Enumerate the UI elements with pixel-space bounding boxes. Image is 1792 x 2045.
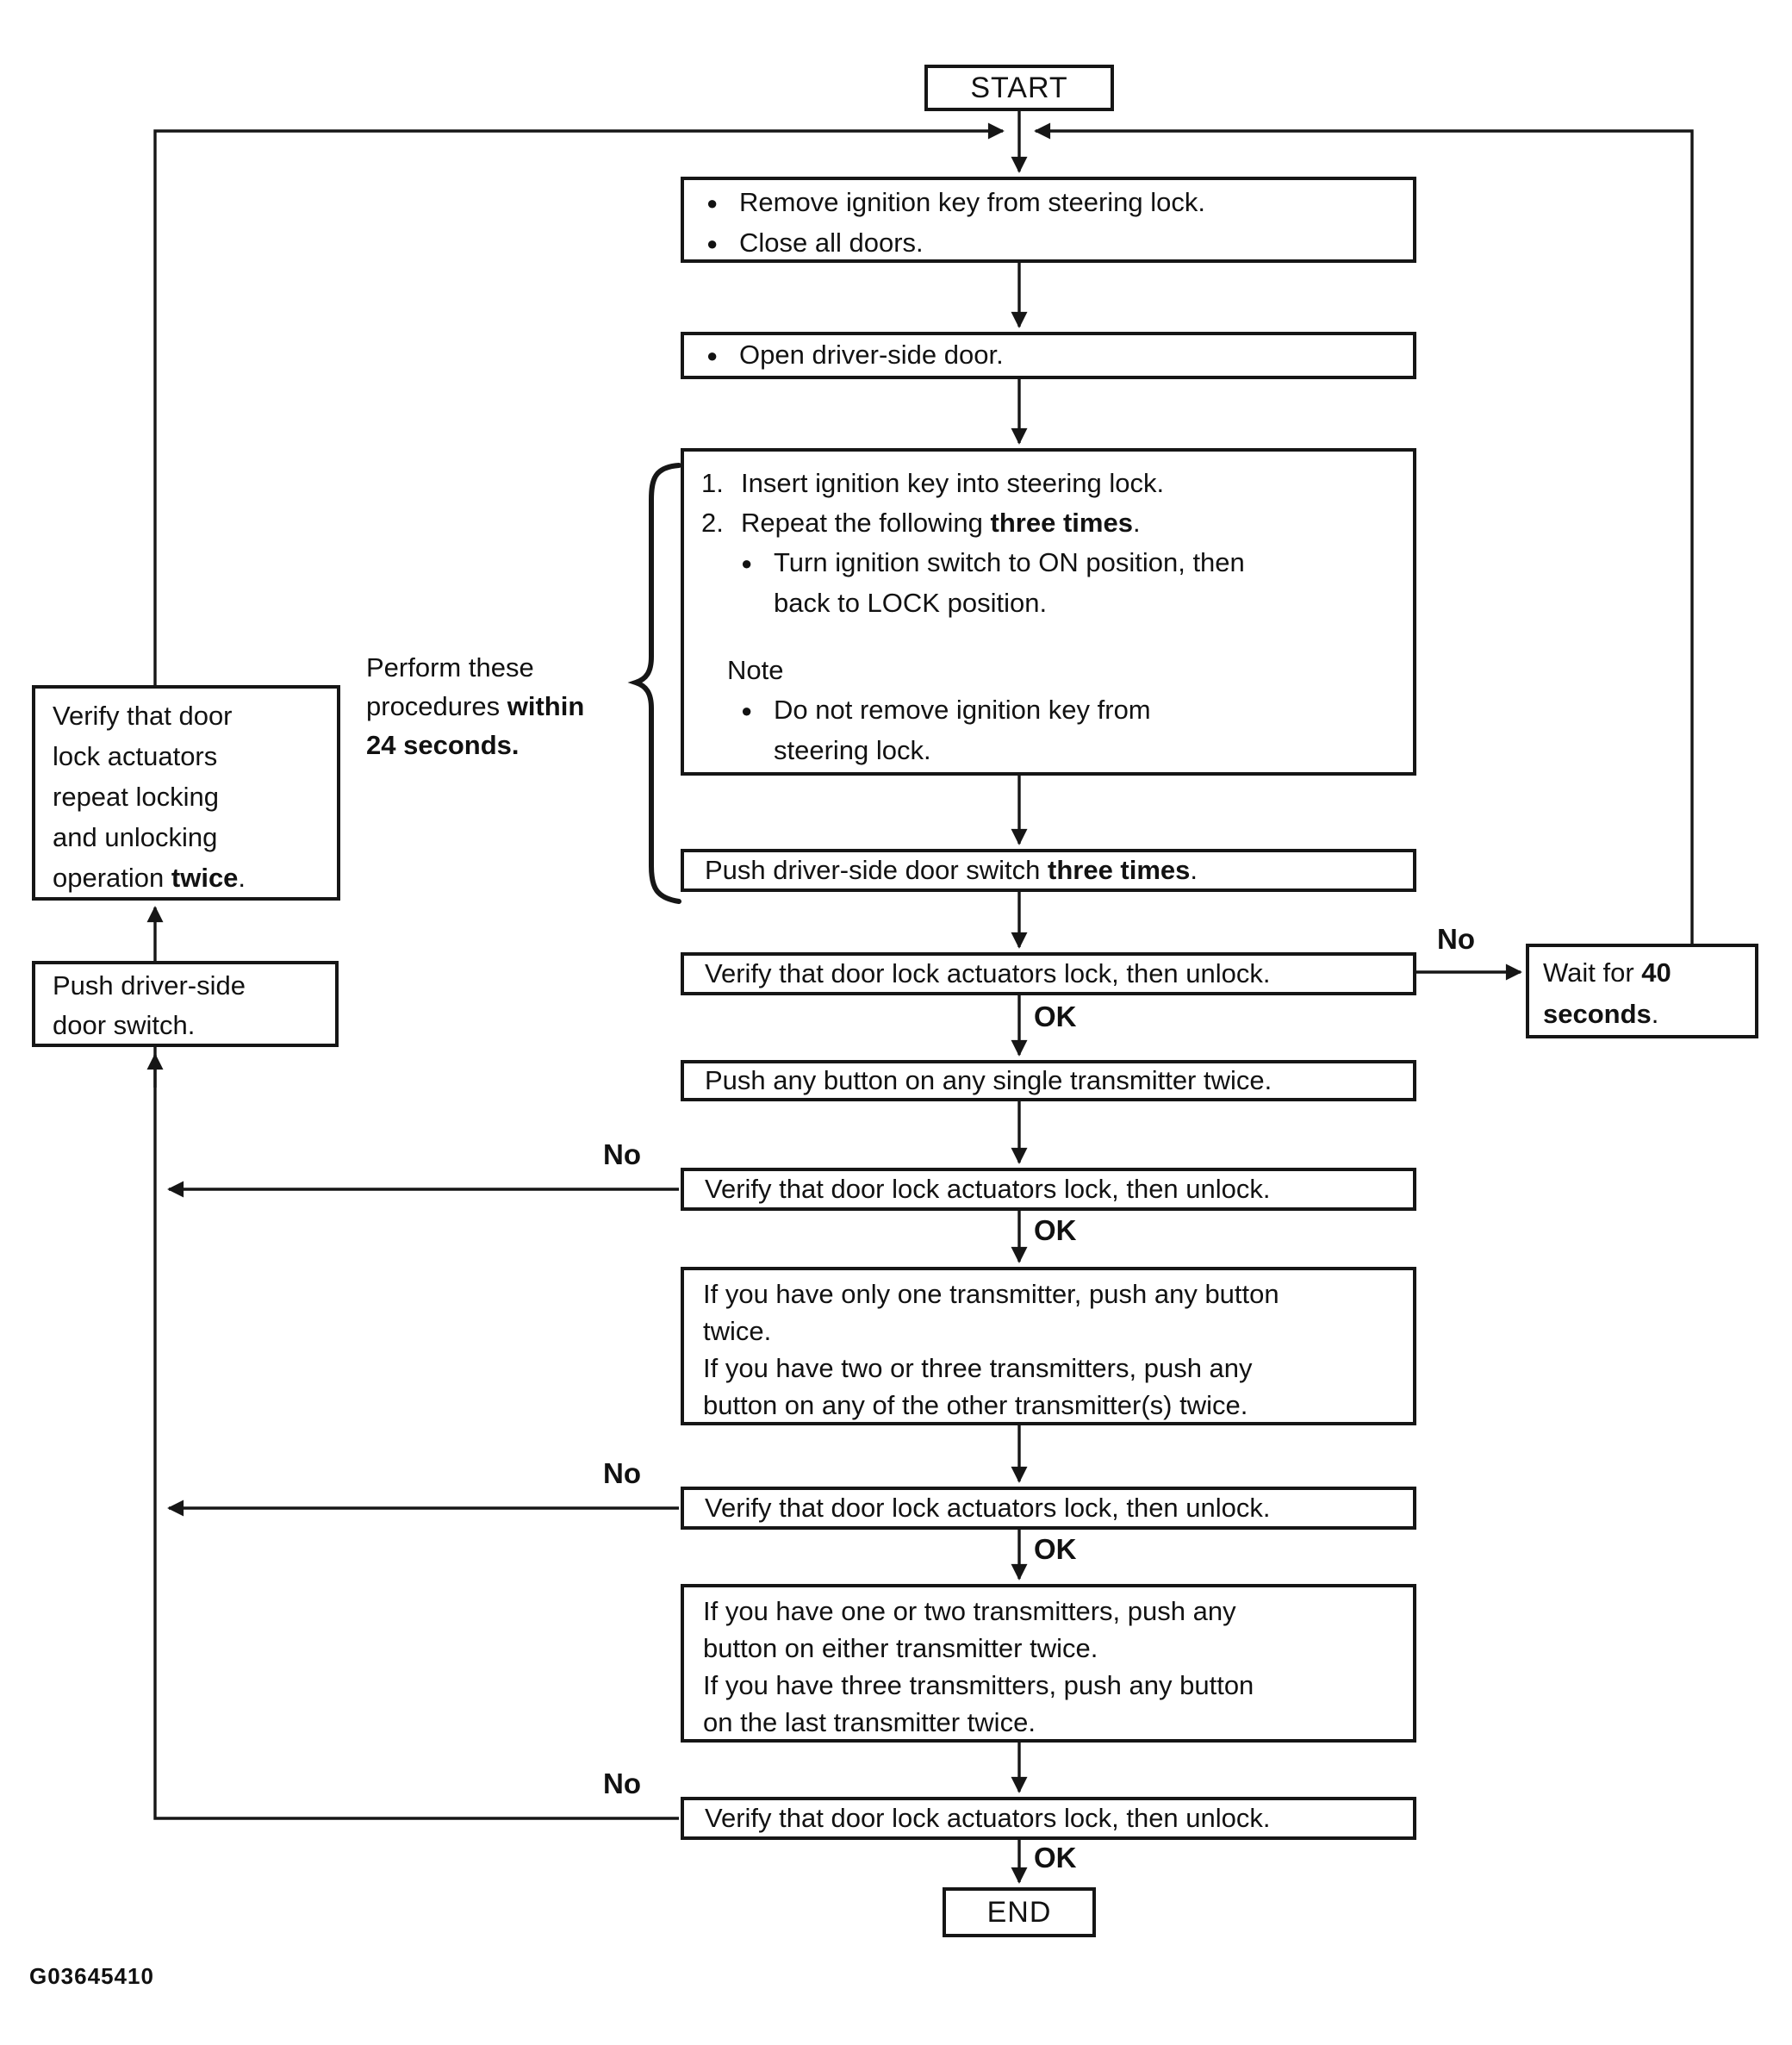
verify-repeat-last-line: operation twice. bbox=[53, 863, 246, 893]
step-wait-40s: Wait for 40 seconds. bbox=[1526, 944, 1758, 1038]
bullet-icon: ● bbox=[706, 192, 719, 214]
spacer bbox=[701, 623, 1396, 651]
step-open-door: ●Open driver-side door. bbox=[681, 332, 1416, 379]
ok-label-3: OK bbox=[1034, 1533, 1077, 1565]
connector-loop-right-top bbox=[1034, 122, 1694, 944]
step-transmitters-b: If you have one or two transmitters, pus… bbox=[681, 1584, 1416, 1743]
transmitters-b-line: If you have one or two transmitters, pus… bbox=[703, 1596, 1236, 1626]
push-switch-line: Push driver-side bbox=[53, 970, 246, 1001]
verify-repeat-line: Verify that door bbox=[53, 701, 233, 731]
transmitters-a-line: If you have only one transmitter, push a… bbox=[703, 1279, 1279, 1309]
start-node: START bbox=[924, 65, 1114, 111]
key-cycle-note-title: Note bbox=[727, 655, 784, 685]
step-verify-lock-2: Verify that door lock actuators lock, th… bbox=[681, 1168, 1416, 1211]
push-switch-line: door switch. bbox=[53, 1010, 196, 1040]
open-door-bullet: ●Open driver-side door. bbox=[706, 335, 1004, 376]
ok-label-4: OK bbox=[1034, 1842, 1077, 1874]
step-key-cycle: 1.Insert ignition key into steering lock… bbox=[681, 448, 1416, 776]
key-cycle-sub-line2: back to LOCK position. bbox=[774, 588, 1048, 618]
step-prepare: ●Remove ignition key from steering lock.… bbox=[681, 177, 1416, 263]
transmitters-b-line: button on either transmitter twice. bbox=[703, 1633, 1098, 1663]
prepare-bullet-2: ●Close all doors. bbox=[706, 223, 1391, 264]
transmitters-a-line: button on any of the other transmitter(s… bbox=[703, 1390, 1248, 1420]
figure-code: G03645410 bbox=[29, 1963, 154, 1989]
transmitters-a-line: twice. bbox=[703, 1316, 772, 1346]
prepare-bullet-1: ●Remove ignition key from steering lock. bbox=[706, 183, 1391, 223]
bullet-icon: ● bbox=[706, 233, 719, 254]
wait-line2: seconds. bbox=[1543, 999, 1659, 1029]
start-label: START bbox=[970, 72, 1068, 104]
step-push-switch-three: Push driver-side door switch three times… bbox=[681, 849, 1416, 892]
timing-brace bbox=[627, 463, 681, 904]
end-node: END bbox=[943, 1887, 1096, 1937]
timing-note-line2: procedures within bbox=[366, 691, 585, 721]
transmitters-a-line: If you have two or three transmitters, p… bbox=[703, 1353, 1253, 1383]
no-label-3: No bbox=[603, 1457, 641, 1489]
step-push-switch: Push driver-side door switch. bbox=[32, 961, 339, 1047]
bullet-icon: ● bbox=[741, 552, 753, 574]
transmitters-b-line: If you have three transmitters, push any… bbox=[703, 1670, 1254, 1700]
connector-left-rail bbox=[153, 1047, 679, 1820]
key-cycle-note-bullet: ●Do not remove ignition key from bbox=[701, 690, 1396, 731]
step-push-any-button: Push any button on any single transmitte… bbox=[681, 1060, 1416, 1101]
bullet-icon: ● bbox=[706, 345, 719, 366]
ok-label-2: OK bbox=[1034, 1214, 1077, 1246]
verify-repeat-line: lock actuators bbox=[53, 741, 218, 771]
connector-loop-left-top bbox=[153, 122, 1005, 685]
step-verify-lock-4: Verify that door lock actuators lock, th… bbox=[681, 1797, 1416, 1840]
key-cycle-note-line2: steering lock. bbox=[774, 735, 931, 765]
wait-line1: Wait for 40 bbox=[1543, 957, 1671, 988]
step-verify-lock-3: Verify that door lock actuators lock, th… bbox=[681, 1487, 1416, 1530]
key-cycle-item-1: 1.Insert ignition key into steering lock… bbox=[701, 468, 1165, 498]
timing-note: Perform these procedures within 24 secon… bbox=[366, 648, 642, 764]
verify-repeat-line: repeat locking bbox=[53, 782, 220, 812]
key-cycle-sub-bullet: ●Turn ignition switch to ON position, th… bbox=[701, 543, 1396, 583]
no-label-4: No bbox=[603, 1768, 641, 1799]
timing-note-line1: Perform these bbox=[366, 652, 534, 683]
transmitters-b-line: on the last transmitter twice. bbox=[703, 1707, 1036, 1737]
no-label-2: No bbox=[603, 1138, 641, 1170]
step-verify-repeat: Verify that door lock actuators repeat l… bbox=[32, 685, 340, 901]
step-verify-lock-1: Verify that door lock actuators lock, th… bbox=[681, 952, 1416, 995]
push-three-text: Push driver-side door switch three times… bbox=[705, 855, 1198, 885]
ok-label-1: OK bbox=[1034, 1001, 1077, 1032]
timing-note-line3: 24 seconds. bbox=[366, 730, 520, 760]
step-transmitters-a: If you have only one transmitter, push a… bbox=[681, 1267, 1416, 1425]
no-label-1: No bbox=[1437, 923, 1475, 955]
verify-repeat-line: and unlocking bbox=[53, 822, 218, 852]
end-label: END bbox=[986, 1896, 1052, 1929]
key-cycle-item-2: 2.Repeat the following three times. bbox=[701, 508, 1141, 538]
bullet-icon: ● bbox=[741, 700, 753, 721]
